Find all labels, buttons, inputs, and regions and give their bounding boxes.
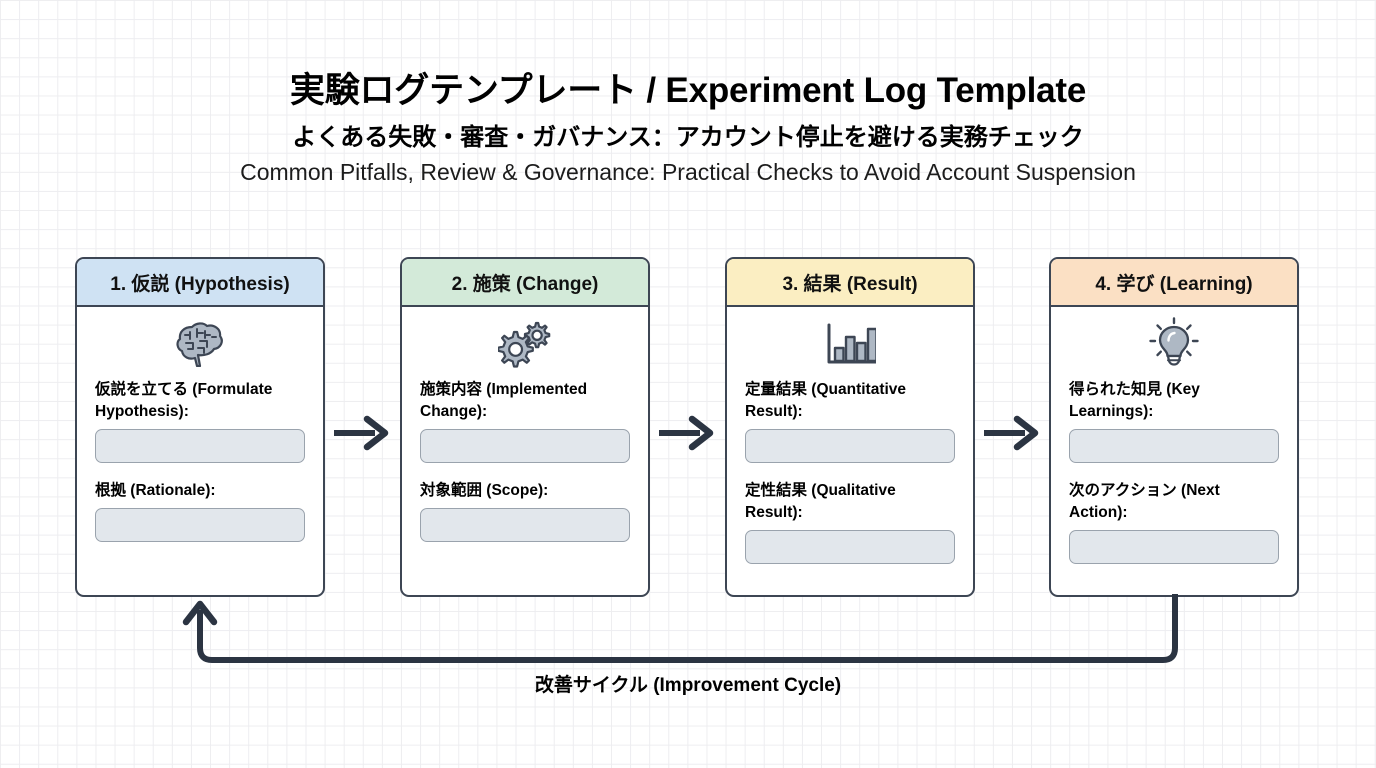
field-label-formulate-hypothesis: 仮説を立てる (Formulate Hypothesis): (95, 381, 273, 420)
field-input-scope[interactable] (420, 508, 630, 542)
page-subtitle-en: Common Pitfalls, Review & Governance: Pr… (240, 159, 1136, 186)
lightbulb-icon (1069, 307, 1279, 379)
card-learning: 4. 学び (Learning) 得られた知見 (Key Learni (1049, 257, 1299, 597)
card-result-header: 3. 結果 (Result) (727, 259, 973, 307)
field-input-key-learnings[interactable] (1069, 429, 1279, 463)
card-result: 3. 結果 (Result) 定量結果 (Quantitative Result… (725, 257, 975, 597)
card-hypothesis-body: 仮説を立てる (Formulate Hypothesis): 根拠 (Ratio… (77, 307, 323, 595)
card-result-body: 定量結果 (Quantitative Result): 定性結果 (Qualit… (727, 307, 973, 595)
card-result-title: 3. 結果 (Result) (782, 273, 918, 295)
card-change-title: 2. 施策 (Change) (451, 273, 599, 295)
card-hypothesis: 1. 仮説 (Hypothesis) 仮説を立てる (Formulate Hyp… (75, 257, 325, 597)
card-learning-body: 得られた知見 (Key Learnings): 次のアクション (Next Ac… (1051, 307, 1297, 595)
field-input-next-action[interactable] (1069, 530, 1279, 564)
card-change-body: 施策内容 (Implemented Change): 対象範囲 (Scope): (402, 307, 648, 595)
field-label-next-action: 次のアクション (Next Action): (1069, 482, 1220, 521)
loop-arrow-icon (170, 592, 1220, 672)
field-label-qualitative-result: 定性結果 (Qualitative Result): (745, 482, 896, 521)
card-hypothesis-header: 1. 仮説 (Hypothesis) (77, 259, 323, 307)
card-learning-title: 4. 学び (Learning) (1095, 273, 1253, 295)
field-label-rationale: 根拠 (Rationale): (95, 482, 216, 499)
page-title: 実験ログテンプレート / Experiment Log Template (289, 71, 1087, 110)
field-label-quantitative-result: 定量結果 (Quantitative Result): (745, 381, 907, 420)
field-label-implemented-change: 施策内容 (Implemented Change): (420, 381, 588, 420)
field-label-scope: 対象範囲 (Scope): (420, 482, 549, 499)
field-input-qualitative-result[interactable] (745, 530, 955, 564)
arrow-right-icon-3 (981, 412, 1045, 454)
card-change: 2. 施策 (Change) 施策内容 (Implemented Change)… (400, 257, 650, 597)
field-input-quantitative-result[interactable] (745, 429, 955, 463)
brain-icon (95, 307, 305, 379)
field-input-rationale[interactable] (95, 508, 305, 542)
arrow-right-icon-2 (656, 412, 720, 454)
field-input-formulate-hypothesis[interactable] (95, 429, 305, 463)
card-change-header: 2. 施策 (Change) (402, 259, 648, 307)
page-header: 実験ログテンプレート / Experiment Log Template よくあ… (0, 70, 1376, 187)
card-learning-header: 4. 学び (Learning) (1051, 259, 1297, 307)
bar-chart-icon (745, 307, 955, 379)
field-input-implemented-change[interactable] (420, 429, 630, 463)
gears-icon (420, 307, 630, 379)
page-subtitle-ja: よくある失敗・審査・ガバナンス：アカウント停止を避ける実務チェック (292, 124, 1084, 152)
card-hypothesis-title: 1. 仮説 (Hypothesis) (110, 273, 290, 295)
improvement-cycle-label: 改善サイクル (Improvement Cycle) (534, 675, 842, 696)
field-label-key-learnings: 得られた知見 (Key Learnings): (1069, 381, 1200, 420)
arrow-right-icon-1 (331, 412, 395, 454)
